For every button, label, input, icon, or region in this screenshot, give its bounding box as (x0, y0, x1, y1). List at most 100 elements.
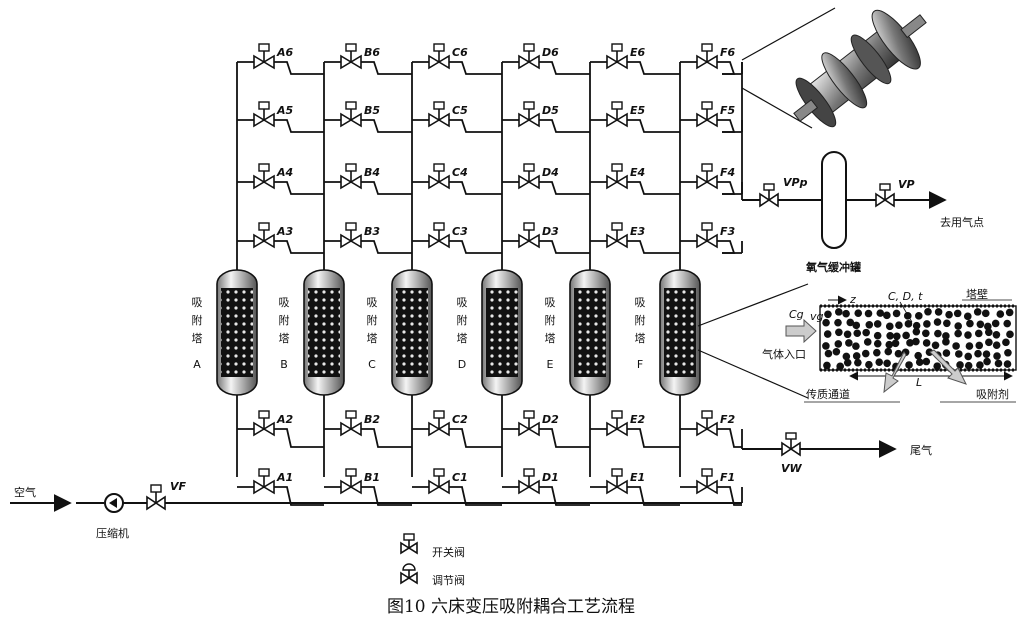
feed-valve-label: VF (170, 480, 187, 493)
tower-c-name: 塔 (367, 332, 378, 345)
adsorbent-particle (824, 310, 832, 319)
adsorbent-particle (895, 321, 903, 329)
adsorbent-particle (834, 340, 843, 348)
adsorbent-particle (873, 348, 881, 357)
valve-d6-label: D6 (542, 46, 559, 59)
adsorbent-particle (952, 342, 960, 350)
valve-c6-label: C6 (452, 46, 468, 59)
adsorbent-particle (975, 341, 984, 350)
valve-d1-icon (518, 468, 540, 495)
adsorbent-particle (1004, 348, 1012, 357)
adsorbent-particle (912, 327, 921, 336)
valve-e2-icon (606, 410, 628, 437)
vg-label: vg (810, 310, 824, 323)
adsorbent-particle (823, 330, 832, 338)
waste-gas-label: 尾气 (910, 443, 932, 457)
valve-a4-label: A4 (276, 166, 293, 179)
valve-e1-label: E1 (630, 471, 645, 484)
valve-d6-icon (518, 43, 540, 70)
adsorbent-particle (842, 309, 850, 318)
adsorbent-particle (885, 322, 894, 331)
tower-a-letter: A (193, 358, 201, 371)
compressor-icon (104, 493, 124, 513)
tower-c-letter: C (368, 358, 376, 371)
adsorbent-particle (905, 361, 913, 369)
valve-e3-icon (606, 222, 628, 249)
adsorbent-particle (893, 332, 901, 341)
tower-f-name: 吸 (635, 296, 646, 309)
adsorbent-particle (865, 320, 874, 329)
adsorbent-particle (834, 308, 843, 316)
valve-c5-icon (428, 101, 450, 128)
valve-d4-label: D4 (542, 166, 559, 179)
adsorbent-particle (832, 347, 841, 356)
adsorbent-particle (954, 329, 962, 338)
adsorbent-particle (876, 309, 885, 317)
valve-c2-icon (428, 410, 450, 437)
valve-a5-label: A5 (276, 104, 294, 117)
tower-b-letter: B (280, 358, 288, 371)
adsorbent-particle (914, 351, 922, 360)
adsorbent-particle (891, 339, 900, 348)
adsorbent-bed-detail: 气体入口 Cg vg z C, D, t 塔壁 L 传质通道 吸附剂 (697, 283, 1017, 403)
adsorbent-particle (854, 309, 863, 317)
tower-e-letter: E (547, 358, 554, 371)
adsorbent-particle (985, 338, 993, 347)
product-valve-label: VPp (783, 176, 808, 189)
valve-d5-icon (518, 101, 540, 128)
valve-b4-icon (340, 163, 362, 190)
tower-e-name: 附 (545, 313, 556, 327)
adsorbent-particle (992, 330, 1001, 339)
valve-c1-icon (428, 468, 450, 495)
valve-f3-label: F3 (720, 225, 736, 238)
adsorbent-label: 吸附剂 (976, 387, 1009, 401)
valve-f4-label: F4 (720, 166, 735, 179)
valve-a6-icon (253, 43, 275, 70)
adsorbent-particle (861, 349, 870, 358)
switch-valve-legend-label: 开关阀 (432, 545, 465, 559)
adsorbent-particle (854, 358, 862, 367)
out-valve-label: VP (898, 178, 915, 191)
valve-c2-label: C2 (452, 413, 468, 426)
tower-a-name: 附 (192, 313, 203, 327)
adsorbent-particle (824, 349, 833, 358)
adsorbent-particle (992, 341, 1001, 349)
valve-b6-icon (340, 43, 362, 70)
adsorbent-particle (873, 339, 882, 348)
adsorbent-particle (823, 361, 831, 370)
figure-caption: 图10 六床变压吸附耦合工艺流程 (387, 597, 635, 617)
valve-a2-label: A2 (276, 413, 294, 426)
out-valve-icon (875, 183, 895, 208)
tower-d-name: 附 (457, 313, 468, 327)
valve-a6-label: A6 (276, 46, 294, 59)
tower-b-name: 塔 (279, 332, 290, 345)
adsorbent-particle (852, 342, 860, 350)
adsorbent-particle (994, 359, 1003, 368)
adsorbent-particle (845, 339, 853, 347)
adsorbent-particle (964, 331, 972, 339)
adsorbent-particle (912, 337, 920, 346)
adsorbent-particle (953, 309, 962, 318)
tower-f-name: 塔 (635, 332, 646, 345)
adsorbent-particle (954, 322, 962, 330)
valve-b2-label: B2 (364, 413, 380, 426)
adsorbent-particle (843, 358, 852, 367)
adsorbent-particle (922, 357, 931, 366)
adsorbent-particle (902, 331, 910, 340)
valve-c4-icon (428, 163, 450, 190)
adsorbent-particle (863, 338, 872, 346)
tower-e-name: 塔 (545, 332, 556, 345)
vars-label: C, D, t (888, 290, 923, 303)
adsorbent-particle (924, 307, 932, 316)
tower-a-name: 塔 (192, 332, 203, 345)
valve-c1-label: C1 (452, 471, 468, 484)
valve-d2-icon (518, 410, 540, 437)
tower-f-name: 附 (635, 313, 646, 327)
valve-b3-label: B3 (364, 225, 380, 238)
adsorbent-particle (906, 339, 914, 347)
tower-c-name: 附 (367, 313, 378, 327)
